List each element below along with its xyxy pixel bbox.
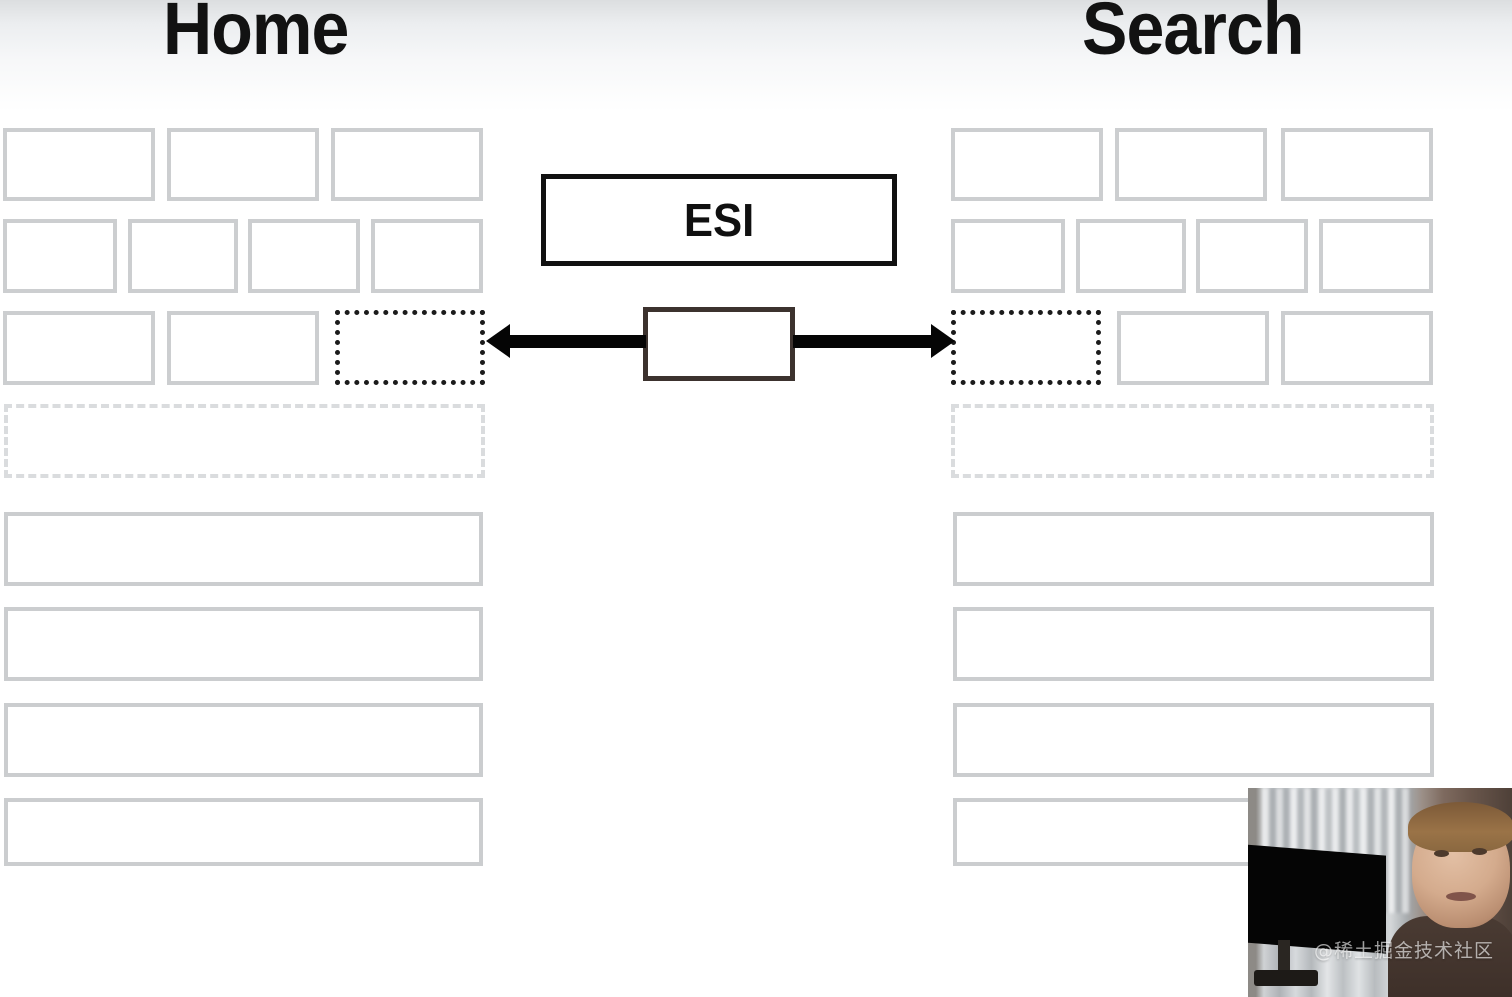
module-card[interactable] xyxy=(1281,128,1433,201)
module-card[interactable] xyxy=(951,128,1103,201)
module-card[interactable] xyxy=(167,311,319,385)
webcam-overlay[interactable]: @稀土掘金技术社区 xyxy=(1248,788,1512,997)
page-title-home: Home xyxy=(163,0,349,70)
module-card[interactable] xyxy=(3,128,155,201)
webcam-person-eye-right xyxy=(1472,848,1487,855)
stacked-row-card[interactable] xyxy=(4,798,483,866)
module-card[interactable] xyxy=(1117,311,1269,385)
wide-dashed-placeholder[interactable] xyxy=(951,404,1434,478)
module-card[interactable] xyxy=(3,219,117,293)
webcam-person-body xyxy=(1388,916,1512,997)
webcam-watermark: @稀土掘金技术社区 xyxy=(1314,940,1495,962)
arrow-right-head-icon xyxy=(931,324,955,358)
wide-dashed-placeholder[interactable] xyxy=(4,404,485,478)
stacked-row-card[interactable] xyxy=(4,703,483,777)
module-card[interactable] xyxy=(1281,311,1433,385)
webcam-person-mouth xyxy=(1446,892,1476,901)
module-card[interactable] xyxy=(951,219,1065,293)
stacked-row-card[interactable] xyxy=(953,607,1434,681)
module-card[interactable] xyxy=(1319,219,1433,293)
page-title-search: Search xyxy=(1082,0,1304,70)
module-card[interactable] xyxy=(167,128,319,201)
module-card[interactable] xyxy=(331,128,483,201)
arrow-left-shaft xyxy=(506,335,646,348)
module-card[interactable] xyxy=(248,219,360,293)
esi-box[interactable]: ESI xyxy=(541,174,897,266)
webcam-monitor-stand xyxy=(1278,940,1290,974)
highlighted-module-home[interactable] xyxy=(335,310,485,385)
center-connector-box[interactable] xyxy=(643,307,795,381)
module-card[interactable] xyxy=(128,219,238,293)
stacked-row-card[interactable] xyxy=(4,607,483,681)
module-card[interactable] xyxy=(371,219,483,293)
module-card[interactable] xyxy=(1196,219,1308,293)
stacked-row-card[interactable] xyxy=(953,512,1434,586)
esi-label: ESI xyxy=(683,194,755,246)
stacked-row-card[interactable] xyxy=(4,512,483,586)
arrow-left-head-icon xyxy=(486,324,510,358)
arrow-right-shaft xyxy=(793,335,933,348)
webcam-person-hair xyxy=(1408,802,1512,852)
webcam-person-eye-left xyxy=(1434,850,1449,857)
stacked-row-card[interactable] xyxy=(953,703,1434,777)
module-card[interactable] xyxy=(1115,128,1267,201)
highlighted-module-search[interactable] xyxy=(951,310,1101,385)
webcam-monitor-base xyxy=(1254,970,1318,986)
module-card[interactable] xyxy=(3,311,155,385)
module-card[interactable] xyxy=(1076,219,1186,293)
